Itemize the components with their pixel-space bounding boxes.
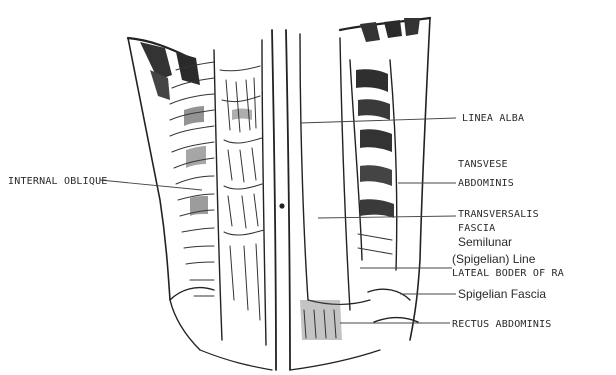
leader-transversalis-fascia xyxy=(318,216,456,218)
leader-lines xyxy=(100,118,456,323)
label-spigelian-fascia: Spigelian Fascia xyxy=(458,287,546,301)
linea-alba-midline xyxy=(272,30,290,370)
label-semilunar-line2: (Spigelian) Line xyxy=(452,252,536,266)
labels: INTERNAL OBLIQUE LINEA ALBA TANSVESE ABD… xyxy=(8,113,564,330)
lower-pelvic-outline xyxy=(170,288,418,370)
label-lateral-border: LATEAL BODER OF RA xyxy=(452,268,564,279)
label-transverse-line2: ABDOMINIS xyxy=(458,178,514,189)
leader-linea-alba xyxy=(300,118,456,123)
label-transverse-line1: TANSVESE xyxy=(458,159,508,170)
label-rectus-abdominis: RECTUS ABDOMINIS xyxy=(452,319,552,330)
label-internal-oblique: INTERNAL OBLIQUE xyxy=(8,176,108,187)
leader-internal-oblique xyxy=(100,180,202,190)
label-transversalis-line1: TRANSVERSALIS xyxy=(458,209,539,220)
right-transversus-abdominis xyxy=(350,60,397,270)
left-rectus-abdominis xyxy=(214,40,266,345)
umbilicus-marker xyxy=(279,203,284,208)
label-transversalis-line2: FASCIA xyxy=(458,223,495,234)
left-internal-oblique-fibers xyxy=(170,62,214,296)
label-semilunar-line1: Semilunar xyxy=(458,235,512,249)
label-linea-alba: LINEA ALBA xyxy=(462,113,524,124)
left-ribcage-shading xyxy=(140,42,200,100)
